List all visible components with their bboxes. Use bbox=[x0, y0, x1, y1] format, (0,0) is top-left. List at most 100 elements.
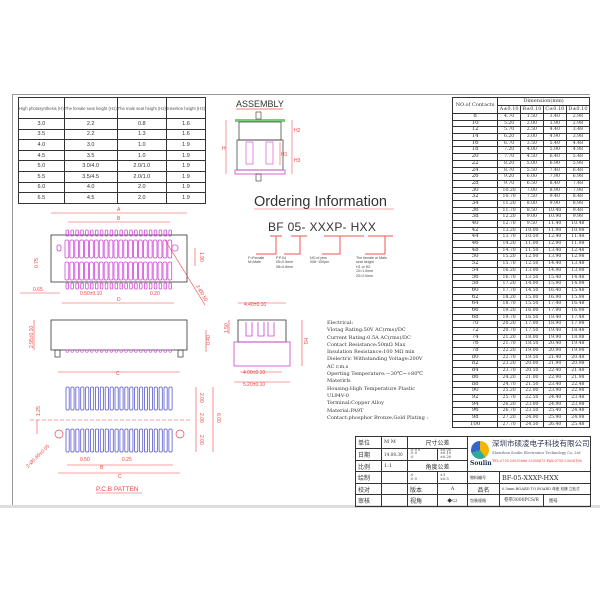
pin bbox=[109, 282, 114, 290]
drawn-value bbox=[381, 471, 408, 484]
pin bbox=[138, 261, 143, 281]
spec-line: Materirls bbox=[327, 378, 351, 385]
col-d: D±0.10 bbox=[565, 105, 591, 114]
pcb-pad bbox=[148, 428, 153, 453]
pcb-title: P.C.B PATTEN bbox=[96, 486, 139, 493]
pcb-pad bbox=[148, 386, 153, 411]
pin bbox=[65, 282, 69, 290]
pin bbox=[148, 229, 153, 237]
col-h2: The male seat height (H2) bbox=[116, 97, 168, 119]
pcb-pad bbox=[129, 386, 134, 411]
pin bbox=[119, 349, 123, 353]
top-view: A B D 0.75 0.65 0.50±0.10 0.20 1.90 2-Ø0… bbox=[20, 207, 209, 306]
pcb-pad bbox=[80, 386, 85, 411]
scale-value: 1:1 bbox=[381, 459, 408, 473]
pin bbox=[104, 229, 109, 237]
pin bbox=[129, 229, 133, 237]
angle-decimals: .0 .0 0 bbox=[407, 471, 438, 484]
pin bbox=[70, 282, 74, 290]
pin bbox=[147, 261, 153, 281]
soulin-logo-icon bbox=[471, 441, 490, 459]
dim-020: 0.20 bbox=[150, 291, 160, 297]
label-h3: H3 bbox=[294, 158, 301, 164]
pin bbox=[148, 282, 153, 290]
dim-125: 1.25 bbox=[36, 406, 42, 416]
company-logo-block: Soulin 深圳市硕凌电子科技有限公司 Shenzhen Soulin Ele… bbox=[467, 435, 592, 473]
pin bbox=[114, 282, 118, 290]
pin bbox=[167, 239, 173, 259]
product-name-label: 品名 bbox=[467, 482, 501, 496]
dim-200b: 2.00 bbox=[198, 413, 204, 423]
pin bbox=[90, 229, 94, 237]
pin bbox=[124, 282, 128, 290]
pin bbox=[90, 349, 94, 353]
pin bbox=[98, 239, 104, 259]
spec-line: AC r.m.s bbox=[327, 363, 349, 370]
dim-side-w1: 4.40±0.10 bbox=[244, 302, 266, 308]
pin bbox=[104, 282, 109, 290]
pin bbox=[119, 282, 123, 290]
pin bbox=[134, 349, 138, 353]
table-cell: 100 bbox=[451, 420, 499, 429]
pin bbox=[128, 239, 133, 259]
table-header: High photosynthesis (H) The female seat … bbox=[18, 97, 206, 119]
height-table: High photosynthesis (H) The female seat … bbox=[18, 97, 206, 204]
pcb-pad bbox=[85, 386, 90, 411]
spec-line: Contact Resistance:50mΩ Max bbox=[327, 341, 406, 348]
dim-pitch: 0.50±0.10 bbox=[80, 291, 102, 297]
dim-200a: 2.00 bbox=[198, 393, 204, 403]
pin bbox=[99, 229, 104, 237]
approved-value bbox=[381, 494, 408, 508]
pcb-pad bbox=[109, 428, 114, 453]
pin bbox=[64, 239, 70, 259]
pin bbox=[99, 349, 104, 353]
pcb-pad bbox=[129, 428, 134, 453]
part-no-label: 物料编号 bbox=[467, 471, 501, 484]
pin bbox=[139, 282, 143, 290]
pin bbox=[128, 261, 133, 281]
pin bbox=[129, 349, 133, 353]
dim-pcb-c: C bbox=[118, 474, 122, 480]
pin bbox=[129, 282, 133, 290]
pcb-pad bbox=[75, 428, 80, 453]
pin bbox=[114, 229, 118, 237]
pcb-pad bbox=[134, 386, 139, 411]
scale-label: 比例 bbox=[355, 459, 382, 473]
pcb-pad bbox=[134, 428, 139, 453]
dim-c: C bbox=[116, 371, 120, 377]
view-label: 视角 bbox=[407, 494, 438, 508]
pin bbox=[113, 239, 119, 259]
pin bbox=[74, 239, 80, 259]
pcb-pad bbox=[163, 428, 168, 453]
pin bbox=[79, 239, 84, 259]
spec-line: Operting Temperature:－30℃~+80℃ bbox=[327, 371, 423, 378]
pin bbox=[108, 239, 114, 259]
dim-050: 0.50 bbox=[80, 457, 90, 463]
pin bbox=[80, 282, 84, 290]
pcb-pad bbox=[143, 428, 148, 453]
pin bbox=[123, 261, 129, 281]
spec-line: Dielectric Withstanding Voltage:200V bbox=[327, 356, 423, 363]
pin bbox=[138, 239, 143, 259]
pin bbox=[85, 282, 89, 290]
pcb-pad bbox=[153, 386, 158, 411]
angle-tolerance-label: 角度公差 bbox=[406, 459, 469, 473]
pin bbox=[89, 261, 94, 281]
spec-line: Terminal:Copper Alloy bbox=[327, 400, 384, 407]
pin bbox=[147, 239, 153, 259]
pcb-pad bbox=[99, 386, 104, 411]
packing-value: 卷带3000PCS/R bbox=[500, 495, 544, 507]
assembly-title: ASSEMBLY bbox=[236, 99, 284, 109]
pin bbox=[157, 261, 163, 281]
pin bbox=[95, 349, 99, 353]
pin bbox=[143, 282, 148, 290]
peg bbox=[171, 244, 179, 252]
